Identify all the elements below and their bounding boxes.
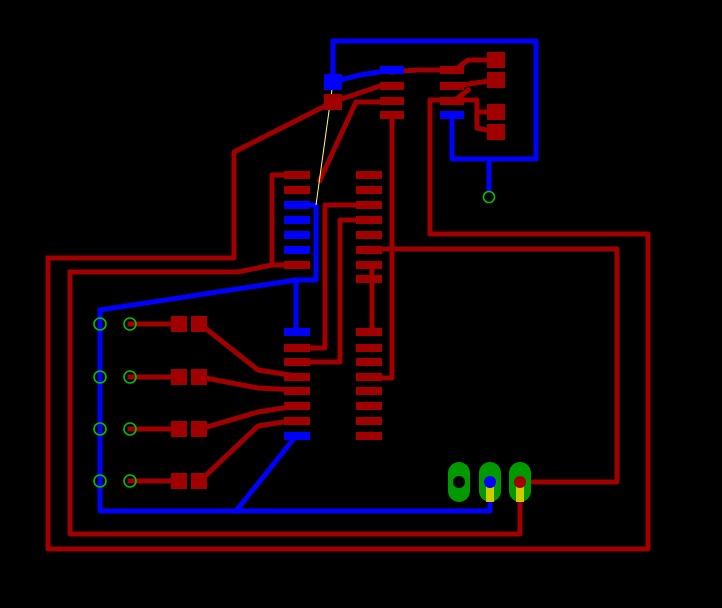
smd-pad <box>487 104 505 120</box>
ic-pad <box>356 171 382 179</box>
ic-pad <box>284 328 310 336</box>
ic-pad <box>356 201 382 209</box>
ic-pad <box>356 432 382 440</box>
ic-pad <box>440 66 464 74</box>
main-ic-right-pads <box>356 171 382 440</box>
ic-pad <box>284 186 310 194</box>
trace-blue-diag <box>232 432 300 515</box>
header-pin-overlay <box>486 482 494 502</box>
ic-pad <box>284 201 310 209</box>
trace-right-loop <box>369 246 620 485</box>
ic-pad <box>284 373 310 381</box>
ic-pad <box>356 275 382 283</box>
ic-pad <box>284 231 310 239</box>
testpoint-ring <box>482 190 496 204</box>
ic-pad <box>356 328 382 336</box>
ic-pad <box>356 344 382 352</box>
ic-pad <box>356 231 382 239</box>
ic-pad <box>380 111 404 119</box>
trace-second-loop <box>67 269 523 537</box>
ic-pad <box>284 261 310 269</box>
resistor-pads <box>171 316 207 489</box>
trace-left-feeder <box>45 98 337 261</box>
capacitor-pads <box>324 74 342 110</box>
ic-pad <box>356 402 382 410</box>
res-pad <box>171 316 187 332</box>
ic-pad <box>440 97 464 105</box>
via-ring <box>93 474 107 488</box>
res-pad <box>191 473 207 489</box>
ic-pad <box>440 111 464 119</box>
ic-pad <box>356 417 382 425</box>
ic-pad <box>440 82 464 90</box>
cap-pad <box>324 94 342 110</box>
led-holes <box>93 190 496 488</box>
trace-res-pin-2 <box>197 374 299 393</box>
res-pad <box>191 316 207 332</box>
trace-mid-2 <box>293 217 359 365</box>
trace-res-pin-3 <box>196 403 299 433</box>
ic-pad <box>356 261 382 269</box>
res-pad <box>171 473 187 489</box>
right-smd-pads <box>487 52 505 140</box>
res-pad <box>191 369 207 385</box>
ic-pad <box>380 82 404 90</box>
ic-pad <box>356 373 382 381</box>
ic-pad <box>380 97 404 105</box>
via-ring <box>93 370 107 384</box>
res-pad <box>191 421 207 437</box>
ic-pad <box>284 171 310 179</box>
ic-pad <box>284 387 310 395</box>
res-pad <box>171 421 187 437</box>
ic-pad <box>284 344 310 352</box>
via-ring <box>93 422 107 436</box>
res-pad <box>171 369 187 385</box>
ic-pad <box>356 387 382 395</box>
header-pin-overlay <box>516 482 524 502</box>
ic-pad <box>284 358 310 366</box>
trace-res-pin-1 <box>196 320 299 379</box>
via-ring <box>123 370 137 384</box>
header-drill <box>484 476 496 488</box>
smd-pad <box>487 72 505 88</box>
ic-pad <box>284 246 310 254</box>
via-ring <box>123 317 137 331</box>
ic-pad <box>356 186 382 194</box>
cap-pad <box>324 74 342 90</box>
trace-mid-1 <box>293 202 359 351</box>
ic-pad <box>284 402 310 410</box>
ic-pad <box>356 246 382 254</box>
ic-pad <box>380 66 404 74</box>
header-connector <box>448 462 531 502</box>
trace-blue-top-loop <box>330 38 539 162</box>
smd-pad <box>487 124 505 140</box>
via-ring <box>123 474 137 488</box>
ic-pad <box>284 216 310 224</box>
header-drill <box>514 476 526 488</box>
smd-pad <box>487 52 505 68</box>
via-ring <box>123 422 137 436</box>
trace-res-pin-4 <box>196 417 299 485</box>
via-ring <box>93 317 107 331</box>
top-ic-pads <box>380 66 464 119</box>
ic-pad <box>284 432 310 440</box>
ic-pad <box>356 358 382 366</box>
header-drill <box>453 476 465 488</box>
main-ic-left-pads <box>284 171 310 440</box>
ic-pad <box>356 216 382 224</box>
ic-pad <box>284 417 310 425</box>
